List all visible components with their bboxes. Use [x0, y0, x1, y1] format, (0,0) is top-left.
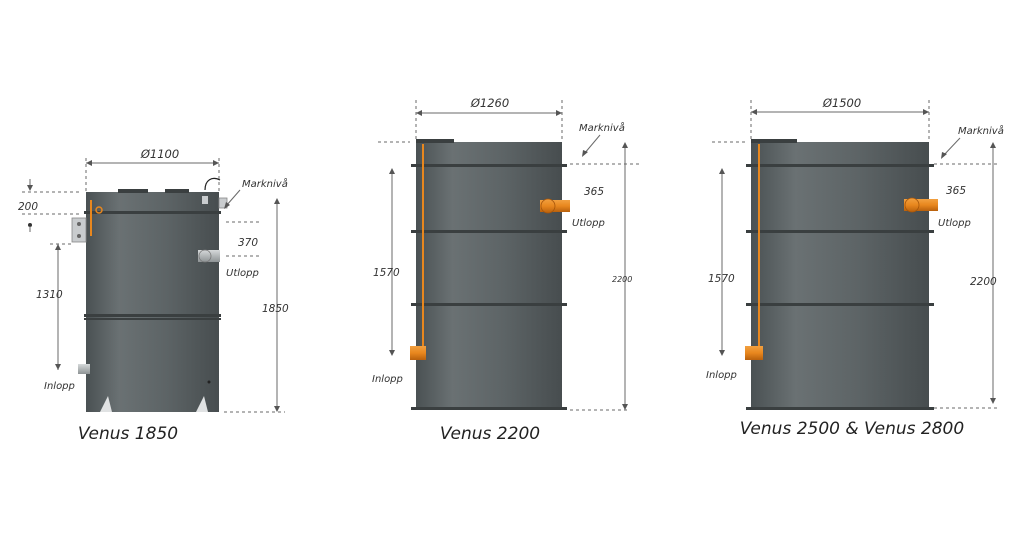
vent-pipe [90, 200, 92, 236]
diameter-label: Ø1500 [822, 96, 861, 110]
diameter-label: Ø1100 [140, 147, 179, 161]
tank-body [416, 142, 562, 409]
tank-title: Venus 1850 [78, 424, 178, 444]
ground-level-label: Marknivå [579, 121, 625, 134]
inlet-label: Inlopp [44, 381, 75, 392]
pipe-fitting [95, 206, 103, 214]
ring [84, 318, 221, 320]
inlet-label: Inlopp [706, 370, 737, 381]
inlet-height-label: 1570 [373, 267, 400, 279]
outlet-depth-label: 365 [946, 185, 966, 197]
tank-venus-2500-2800: Ø1500 Marknivå 365 Utlopp 1570 Inlopp 22… [706, 96, 1004, 439]
inlet-pipe [410, 346, 426, 360]
ring [411, 230, 567, 233]
top-depth-label: 200 [18, 201, 38, 213]
ground-level-label: Marknivå [242, 177, 288, 190]
total-height-label: 1850 [262, 303, 289, 315]
cable [204, 177, 221, 191]
tank-venus-1850: Ø1100 Marknivå 200 1310 Inlopp 370 Utlop… [18, 147, 289, 444]
inlet-riser [422, 144, 424, 354]
lid [165, 189, 189, 193]
tank-body [86, 192, 219, 412]
outlet-depth-label: 365 [584, 186, 604, 198]
ring [746, 230, 934, 233]
ring [411, 164, 567, 167]
ring [746, 303, 934, 306]
tank-venus-2200: Ø1260 Marknivå 365 Utlopp 1570 Inlopp 22… [372, 96, 640, 444]
diameter-label: Ø1260 [470, 96, 509, 110]
ring [746, 407, 934, 410]
inlet-label: Inlopp [372, 374, 403, 385]
outlet-label: Utlopp [938, 218, 971, 229]
ring [411, 303, 567, 306]
ring [84, 211, 221, 214]
lid [118, 189, 148, 193]
total-height-label: 2200 [970, 276, 997, 288]
ring [746, 164, 934, 167]
tank-title: Venus 2500 & Venus 2800 [740, 419, 964, 439]
lid [416, 139, 454, 143]
bracket [71, 217, 87, 243]
tank-body [751, 142, 929, 409]
inlet-height-label: 1570 [708, 273, 735, 285]
ring [84, 314, 221, 317]
inlet-riser [758, 144, 760, 354]
foot [100, 396, 112, 412]
outlet-label: Utlopp [226, 268, 259, 279]
tank-title: Venus 2200 [440, 424, 540, 444]
inlet-pipe [78, 364, 90, 374]
inlet-pipe [745, 346, 763, 360]
ground-level-label: Marknivå [958, 124, 1004, 137]
outlet-depth-label: 370 [238, 237, 258, 249]
outlet-label: Utlopp [572, 218, 605, 229]
lid [751, 139, 797, 143]
total-height-label: 2200 [612, 275, 632, 284]
ring [411, 407, 567, 410]
inlet-height-label: 1310 [36, 289, 63, 301]
foot [196, 396, 208, 412]
